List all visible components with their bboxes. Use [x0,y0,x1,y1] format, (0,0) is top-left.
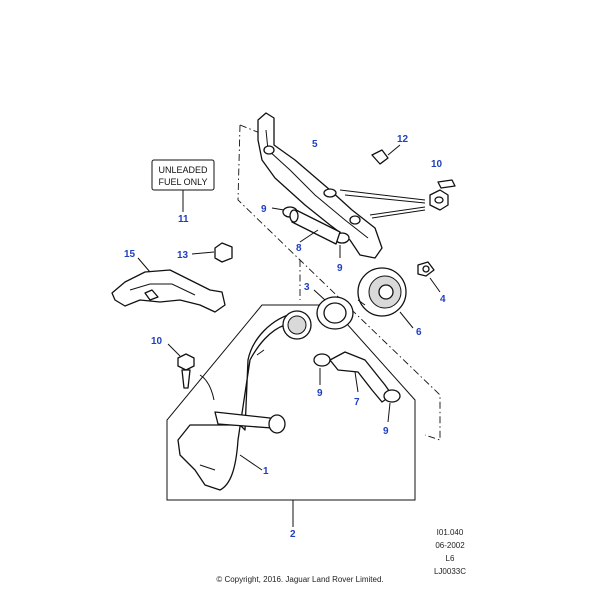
filler-bracket [257,112,383,259]
callouts: 1 2 3 4 5 6 7 8 9 9 9 9 10 10 11 12 13 1… [124,134,446,540]
callout-8: 8 [296,243,302,254]
label-line1: UNLEADED [158,165,208,175]
seal-ring [313,289,354,330]
issue-date: 06-2002 [435,541,465,550]
screw-leaders [339,189,426,219]
fuel-label-plate: UNLEADED FUEL ONLY [151,159,215,212]
filler-cap-housing [357,267,414,329]
breather-hose [289,209,341,245]
model-code: L6 [445,554,455,563]
drawing-number: LJ0033C [433,567,467,576]
hose-clip-lower-right [383,389,401,423]
callout-9-c: 9 [317,388,323,399]
label-line2: FUEL ONLY [158,177,207,187]
callout-15: 15 [124,249,136,260]
clip-part [371,144,401,165]
callout-2: 2 [290,529,296,540]
callout-13: 13 [177,250,189,261]
callout-12: 12 [397,134,409,145]
cap-tether [417,261,441,293]
screw-top [429,179,456,211]
boundary-dashdot [237,124,441,441]
copyright-notice: © Copyright, 2016. Jaguar Land Rover Lim… [216,575,384,584]
filler-tube [177,310,312,491]
callout-10-a: 10 [431,159,443,170]
callout-9-a: 9 [261,204,267,215]
heat-shield [111,257,226,313]
callout-9-b: 9 [337,263,343,274]
screw-left [167,343,215,401]
callout-9-d: 9 [383,426,389,437]
vent-hose [329,351,393,403]
callout-4: 4 [440,294,446,305]
small-clip [191,242,233,263]
callout-3: 3 [304,282,310,293]
hose-clip-lower-left [313,353,331,385]
callout-11: 11 [178,214,189,225]
callout-5: 5 [312,139,318,150]
reference-number: I01.040 [436,528,464,537]
callout-1: 1 [263,466,269,477]
callout-10-b: 10 [151,336,163,347]
callout-7: 7 [354,397,360,408]
callout-6: 6 [416,327,422,338]
